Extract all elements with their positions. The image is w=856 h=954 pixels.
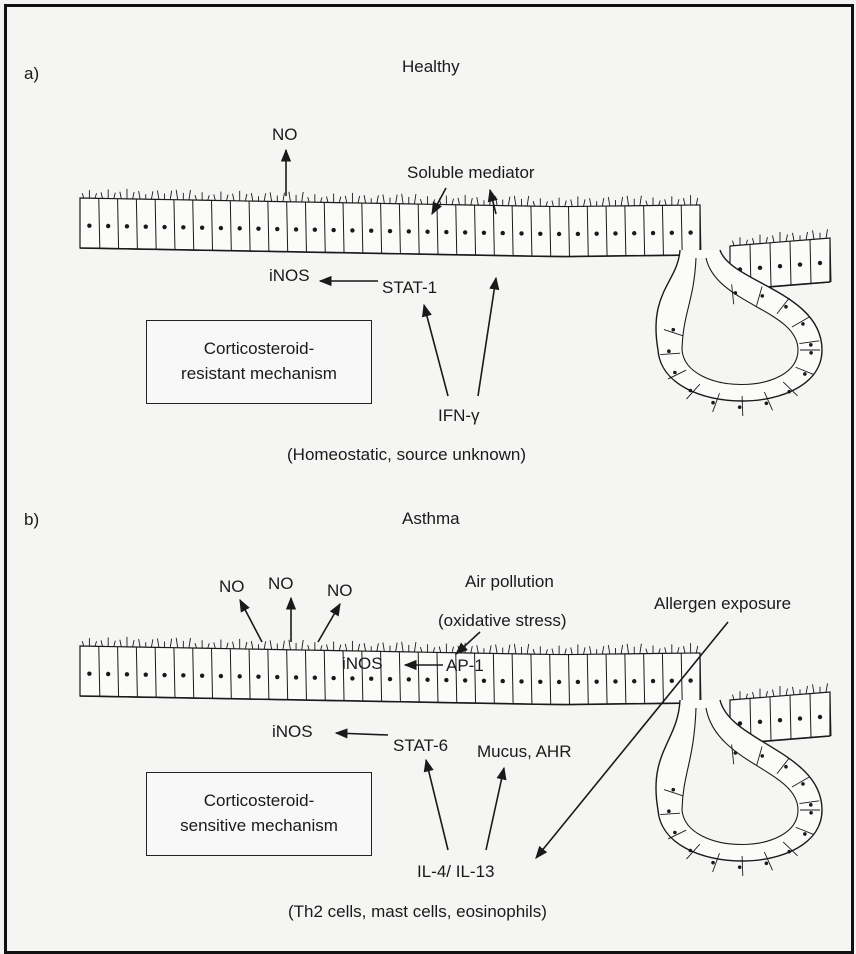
panel-b-tag: b) [24, 510, 39, 529]
no-label-b1: NO [219, 577, 245, 596]
mechanism-box-a-line1: Corticosteroid- [204, 337, 315, 362]
inos-label-b2: iNOS [272, 722, 313, 741]
ifn-gamma-label: IFN-γ [438, 406, 480, 425]
ap1-label: AP-1 [446, 656, 484, 675]
th2-cells-label: (Th2 cells, mast cells, eosinophils) [288, 902, 547, 921]
air-pollution-label: Air pollution [465, 572, 554, 591]
mucus-ahr-label: Mucus, AHR [477, 742, 571, 761]
air-pollution-arrow [456, 632, 480, 654]
no-label-a: NO [272, 125, 298, 144]
no-arrow-b3 [318, 604, 340, 642]
no-label-b3: NO [327, 581, 353, 600]
ifn-source-label: (Homeostatic, source unknown) [287, 445, 526, 464]
inos-label-b1: iNOS [342, 654, 383, 673]
mechanism-box-a-line2: resistant mechanism [181, 362, 337, 387]
mechanism-box-a: Corticosteroid- resistant mechanism [146, 320, 372, 404]
il4-il13-label: IL-4/ IL-13 [417, 862, 495, 881]
panel-a-tag: a) [24, 64, 39, 83]
allergen-exposure-label: Allergen exposure [654, 594, 791, 613]
mechanism-box-b: Corticosteroid- sensitive mechanism [146, 772, 372, 856]
stat1-label: STAT-1 [382, 278, 437, 297]
ifn-to-epithelium-arrow [478, 278, 496, 396]
oxidative-stress-label: (oxidative stress) [438, 611, 566, 630]
no-label-b2: NO [268, 574, 294, 593]
il-to-mucus-arrow [486, 768, 504, 850]
ifn-to-stat1-arrow [424, 305, 448, 396]
inos-label-a: iNOS [269, 266, 310, 285]
mechanism-box-b-line1: Corticosteroid- [204, 789, 315, 814]
stat6-to-inos-arrow [336, 733, 388, 735]
soluble-mediator-label: Soluble mediator [407, 163, 535, 182]
panel-a-title: Healthy [402, 57, 460, 76]
stat6-label: STAT-6 [393, 736, 448, 755]
panel-b-title: Asthma [402, 509, 460, 528]
mechanism-box-b-line2: sensitive mechanism [180, 814, 338, 839]
panel-b: b) Asthma NO NO NO Air pollution (oxidat… [24, 509, 831, 921]
no-arrow-b1 [240, 600, 262, 642]
il-to-stat6-arrow [426, 760, 448, 850]
